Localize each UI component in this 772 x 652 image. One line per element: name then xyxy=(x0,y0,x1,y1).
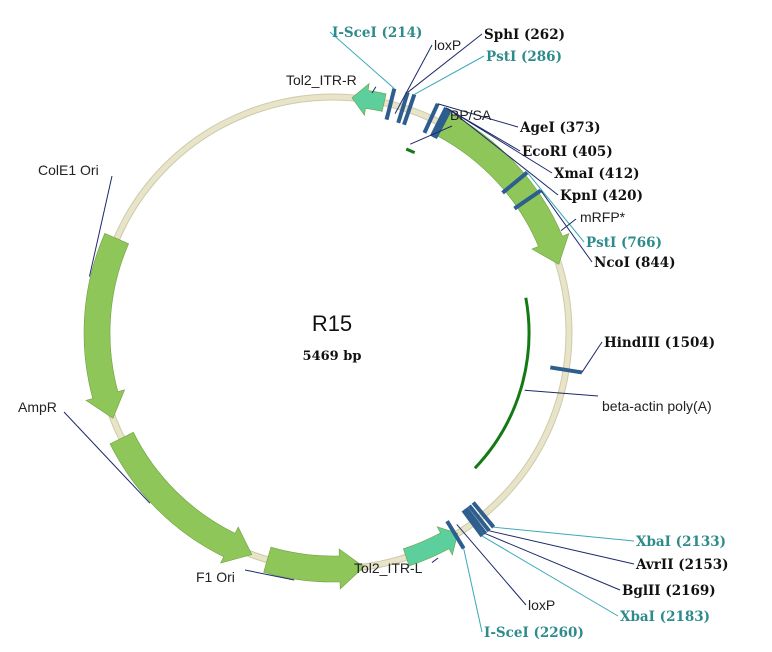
misc-feature-beta-actin-poly-a xyxy=(473,297,531,470)
leader-avrii-2153 xyxy=(488,530,635,565)
site-label-xbai-2133: XbaI (2133) xyxy=(636,534,726,550)
leader-bglii-2169 xyxy=(485,533,621,591)
site-label-loxp: loxP xyxy=(434,37,461,53)
site-label-agei-373: AgeI (373) xyxy=(519,120,600,136)
site-mark-hindiii-1504 xyxy=(549,365,583,375)
site-label-ncoi-844: NcoI (844) xyxy=(594,255,676,271)
leader-xbai-2183 xyxy=(481,535,619,617)
leader-tol2-itr-l xyxy=(431,557,439,563)
feature-label-f1-ori: F1 Ori xyxy=(196,569,235,585)
site-mark-bglii-2169 xyxy=(464,506,488,535)
leader-agei-373 xyxy=(437,103,519,128)
leader-i-scei-214 xyxy=(329,31,395,89)
site-label-loxp: loxP xyxy=(528,597,555,613)
leader-cole1-ori xyxy=(88,175,113,277)
leader-xbai-2133 xyxy=(493,526,635,542)
site-mark-psti-766 xyxy=(501,170,529,195)
site-label-ecori-405: EcoRI (405) xyxy=(522,144,613,160)
feature-arrow-f1-ori xyxy=(263,546,365,590)
feature-label-tol2-itr-r: Tol2_ITR-R xyxy=(286,72,357,88)
plasmid-name: R15 xyxy=(312,311,352,336)
leader-ampr xyxy=(63,411,151,504)
site-label-kpni-420: KpnI (420) xyxy=(560,188,643,204)
leader-sphi-262 xyxy=(407,33,483,93)
feature-label-tol2-itr-l: Tol2_ITR-L xyxy=(354,560,423,576)
site-mark-i-scei-2260 xyxy=(445,520,466,550)
feature-arrow-cole1-ori xyxy=(83,232,130,419)
site-mark-psti-286 xyxy=(402,93,417,126)
site-label-sphi-262: SphI (262) xyxy=(484,27,565,43)
site-mark-i-scei-214 xyxy=(384,88,397,121)
site-label-xbai-2183: XbaI (2183) xyxy=(620,609,710,625)
site-label-psti-286: PstI (286) xyxy=(486,49,562,65)
leader-i-scei-2260 xyxy=(463,548,483,633)
site-mark-agei-373 xyxy=(422,102,440,134)
leader-loxp xyxy=(394,44,433,114)
feature-label-cole1-ori: ColE1 Ori xyxy=(38,162,99,178)
site-label-avrii-2153: AvrII (2153) xyxy=(635,557,729,573)
site-mark-ncoi-844 xyxy=(513,188,542,211)
feature-arrow-tol2-itr-r xyxy=(351,82,387,117)
leader-f1-ori xyxy=(244,569,295,581)
leader-loxp xyxy=(456,524,527,606)
misc-feature-bp-sa xyxy=(405,147,416,155)
site-label-xmai-412: XmaI (412) xyxy=(554,166,639,182)
site-label-psti-766: PstI (766) xyxy=(586,235,662,251)
site-label-i-scei-214: I-SceI (214) xyxy=(332,25,422,41)
site-mark-xbai-2133 xyxy=(471,501,496,529)
leader-tol2-itr-r xyxy=(371,86,377,94)
feature-arrow-tol2-itr-l xyxy=(403,526,459,567)
leader-beta-actin-poly-a xyxy=(524,389,599,397)
feature-label-mrfp: mRFP* xyxy=(580,209,626,225)
leader-kpni-420 xyxy=(449,109,559,196)
feature-arrow-mrfp xyxy=(436,112,570,265)
site-mark-avrii-2153 xyxy=(467,504,491,533)
site-mark-xmai-412 xyxy=(431,107,450,139)
leader-bp-sa xyxy=(410,125,453,145)
leader-xmai-412 xyxy=(447,108,553,174)
feature-arrow-ampr xyxy=(109,431,253,564)
site-mark-kpni-420 xyxy=(433,108,452,140)
misc-label-beta-actin-poly-a: beta-actin poly(A) xyxy=(602,398,712,414)
site-mark-sphi-262 xyxy=(396,91,410,124)
site-mark-xbai-2183 xyxy=(461,509,484,538)
plasmid-size: 5469 bp xyxy=(303,349,362,364)
leader-hindiii-1504 xyxy=(581,341,603,373)
leader-mrfp xyxy=(560,218,577,232)
feature-label-ampr: AmpR xyxy=(18,399,57,415)
leader-psti-766 xyxy=(526,172,585,243)
site-label-hindiii-1504: HindIII (1504) xyxy=(604,335,715,351)
misc-label-bp-sa: BP/SA xyxy=(450,107,492,123)
leader-psti-286 xyxy=(414,55,485,95)
site-label-bglii-2169: BglII (2169) xyxy=(622,583,716,599)
site-label-i-scei-2260: I-SceI (2260) xyxy=(484,625,584,641)
